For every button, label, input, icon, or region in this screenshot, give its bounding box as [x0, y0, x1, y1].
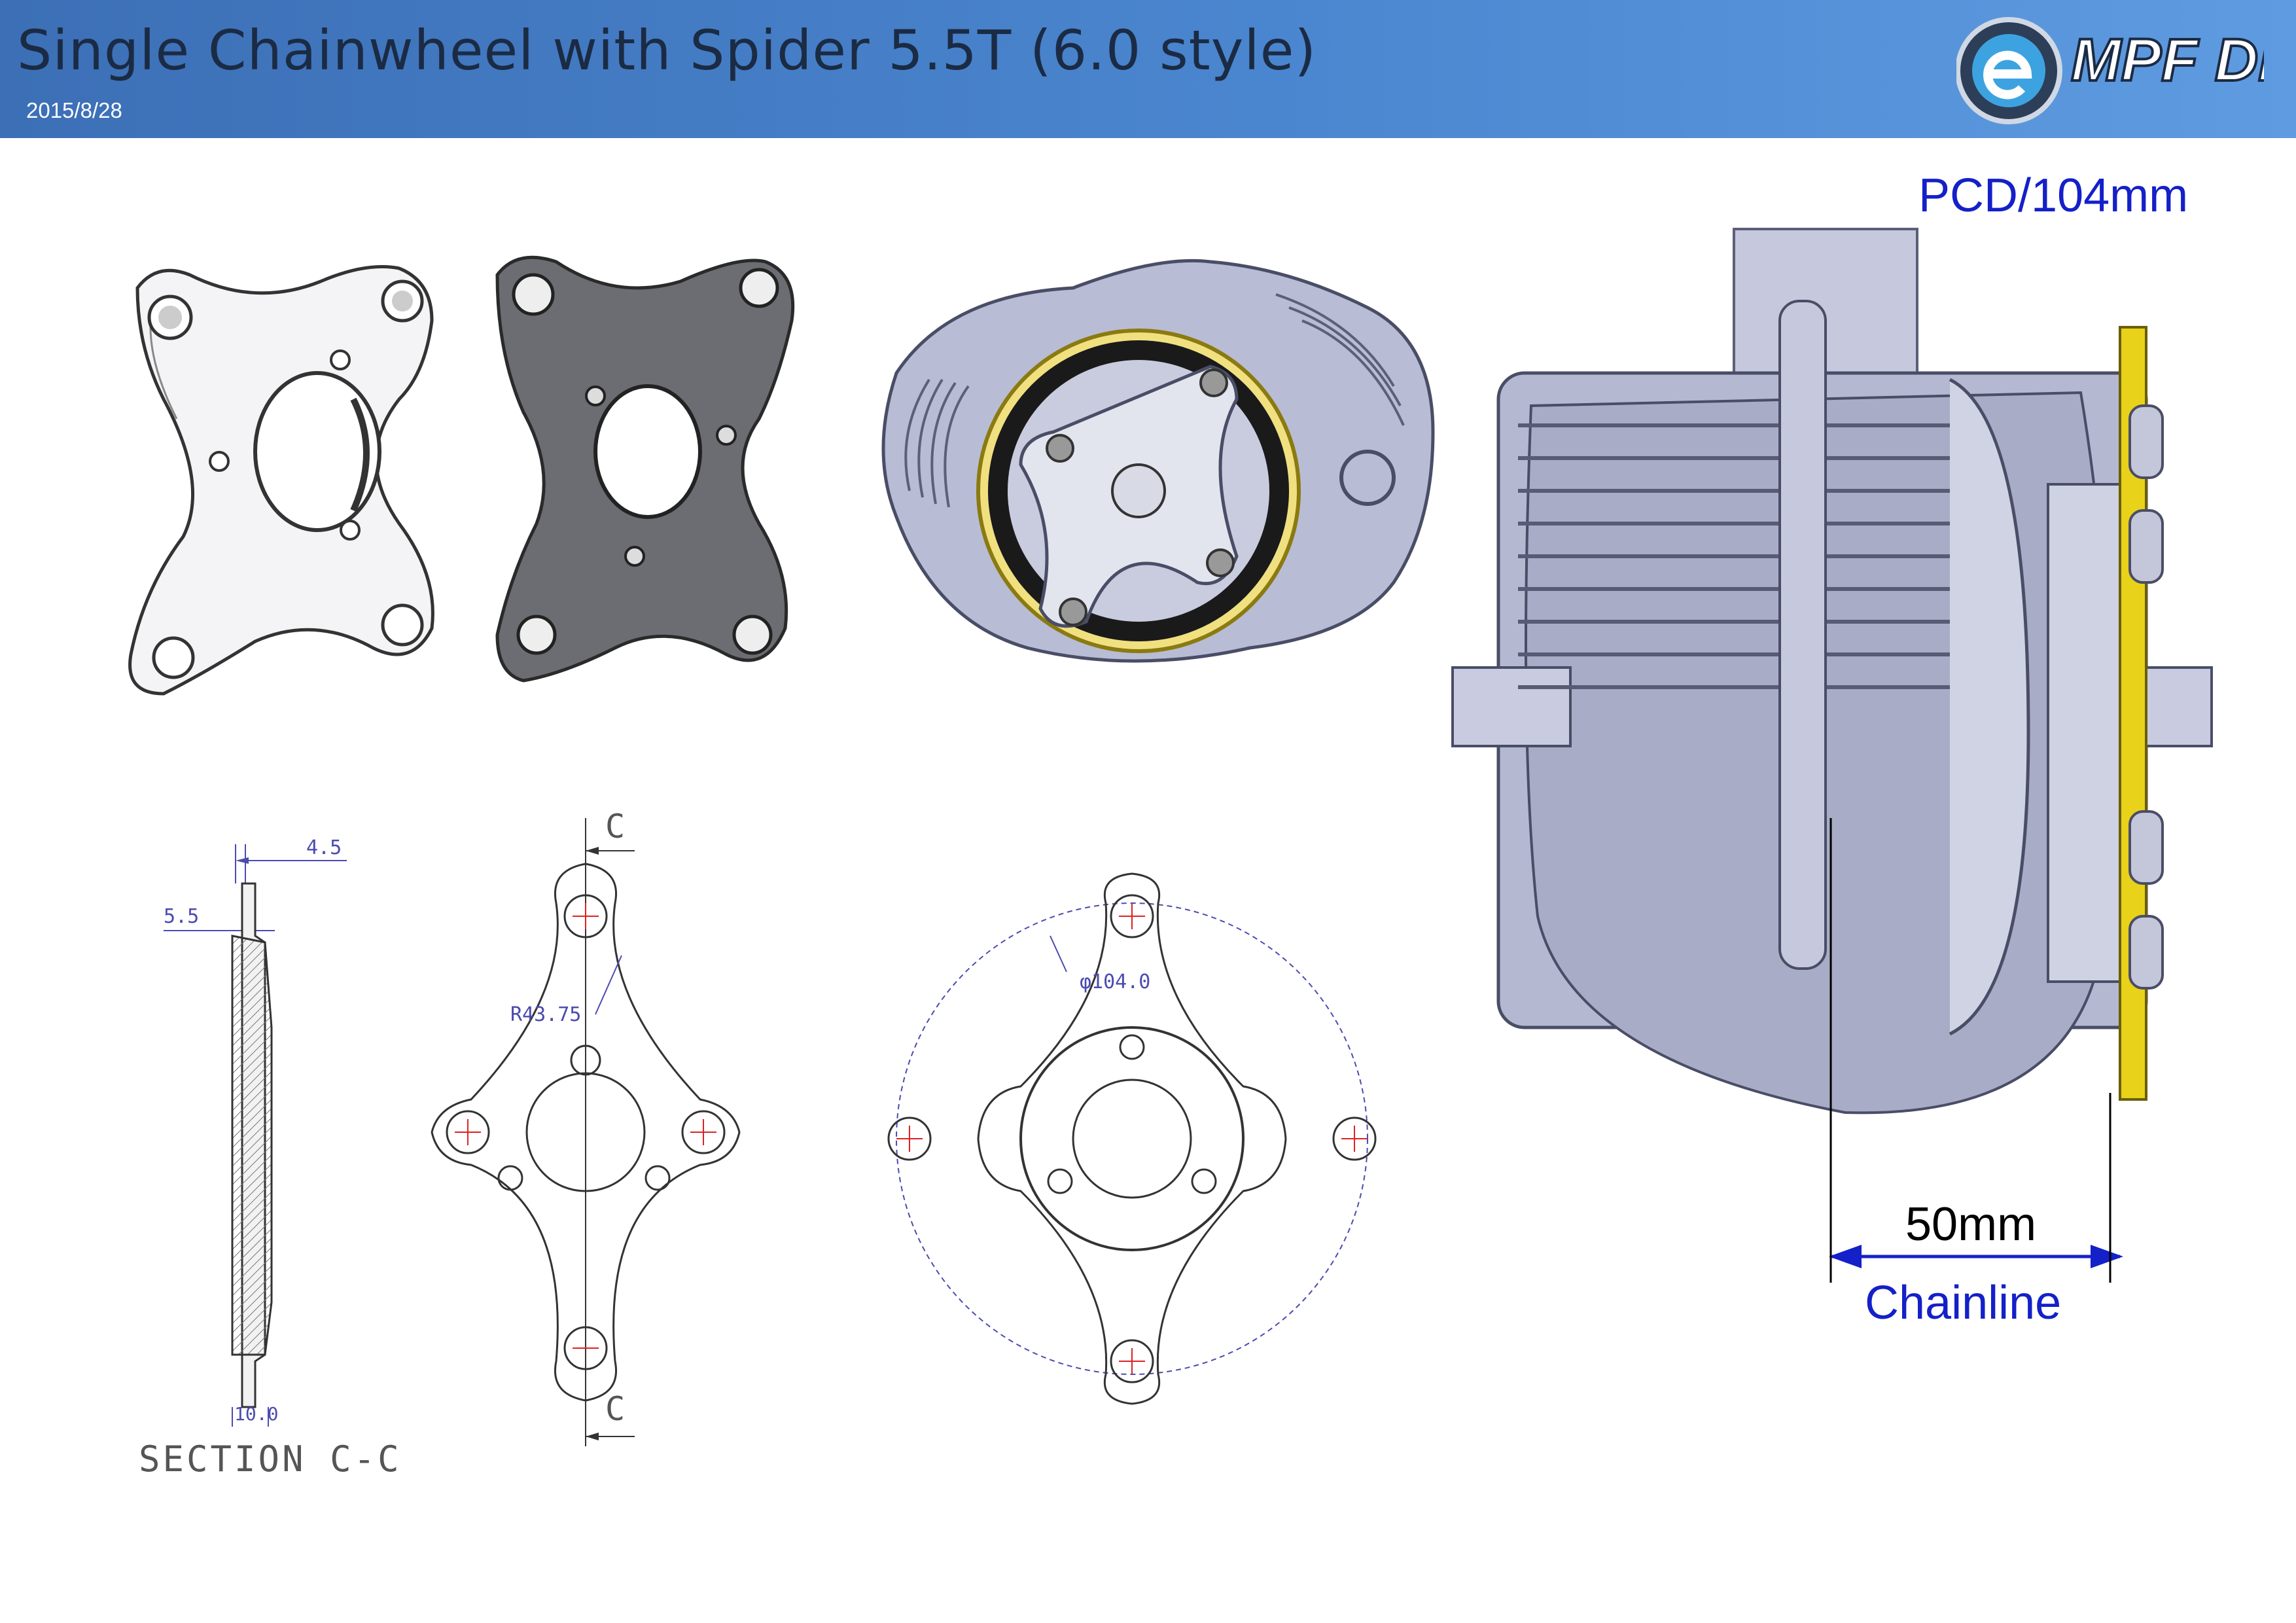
chainline-value: 50mm	[1905, 1198, 2037, 1251]
chainline-dimension-arrow	[1829, 1245, 2123, 1268]
chainline-extension-lines	[1829, 1139, 2111, 1283]
motor-chainring-render	[881, 259, 1435, 663]
section-mark-top: C	[605, 808, 625, 846]
pcd-label: PCD/104mm	[1918, 169, 2189, 222]
spider-render-white	[128, 265, 434, 696]
header-bar	[0, 0, 2296, 138]
spider-pcd-drawing: φ104.0	[887, 872, 1377, 1405]
dim-r43-75: R43.75	[510, 1003, 581, 1026]
page-title: Single Chainwheel with Spider 5.5T (6.0 …	[17, 18, 1317, 82]
dim-4-5: 4.5	[306, 836, 342, 859]
dim-5-5: 5.5	[164, 905, 199, 928]
spider-render-dark	[495, 255, 795, 683]
section-mark-bottom: C	[605, 1390, 625, 1428]
motor-side-view	[1451, 228, 2213, 1139]
spider-front-drawing: C C R43.75	[431, 808, 741, 1446]
dim-phi-104: φ104.0	[1080, 971, 1150, 993]
logo-wordmark: MPF DRIVE	[2070, 26, 2264, 95]
section-cc-drawing: 4.5 5.5 10.0	[164, 836, 347, 1427]
mpf-drive-logo: MPF DRIVE	[1956, 17, 2264, 124]
dim-10-0: 10.0	[234, 1403, 278, 1425]
page-date: 2015/8/28	[26, 98, 122, 122]
section-cc-title: SECTION C-C	[139, 1438, 402, 1480]
svg-text:MPF DRIVE: MPF DRIVE	[2071, 27, 2264, 94]
chainline-label: Chainline	[1865, 1277, 2062, 1329]
